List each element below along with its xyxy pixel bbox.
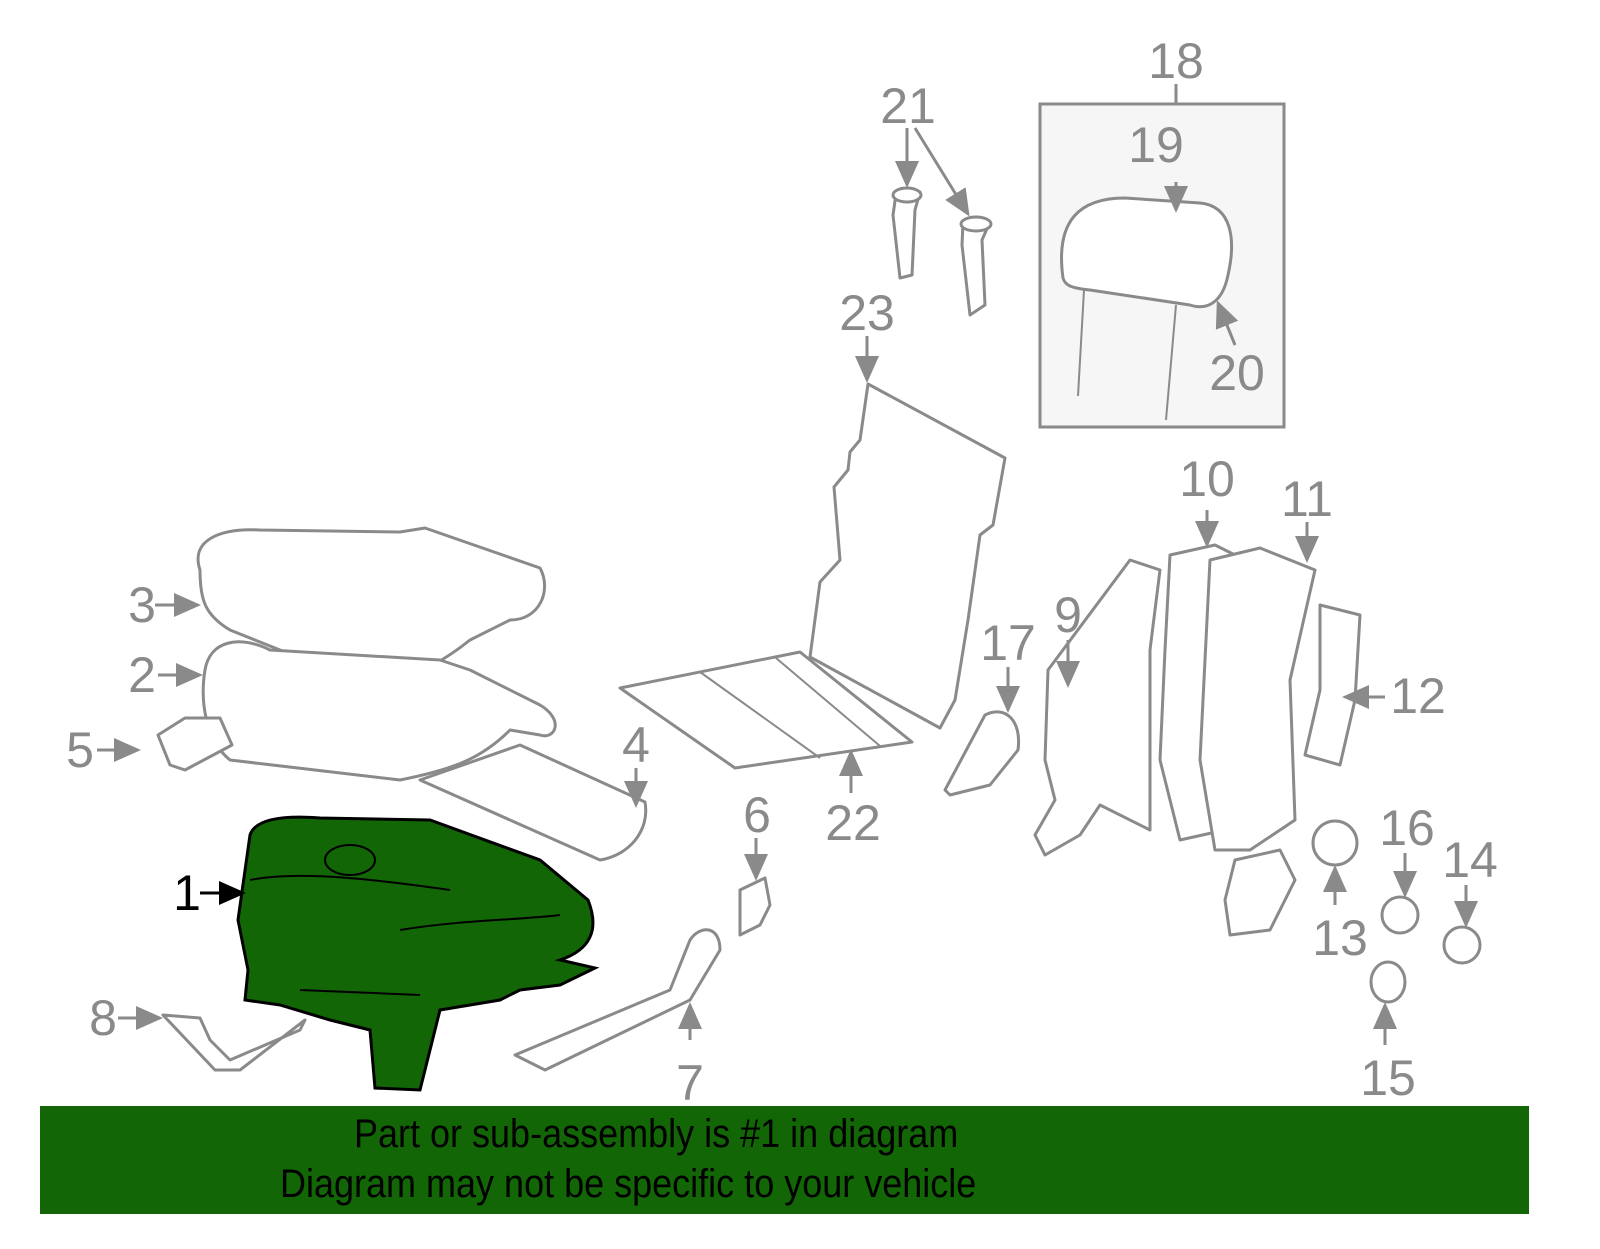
- callout-6[interactable]: 6: [743, 787, 771, 843]
- callout-17[interactable]: 17: [980, 615, 1036, 671]
- callout-7[interactable]: 7: [676, 1055, 704, 1111]
- trim-cover-5[interactable]: [156, 716, 234, 772]
- seat-cushion-frame-1[interactable]: [236, 815, 600, 1092]
- banner-line-1: Part or sub-assembly is #1 in diagram: [354, 1112, 959, 1156]
- banner-line-2: Diagram may not be specific to your vehi…: [280, 1162, 977, 1206]
- callout-11[interactable]: 11: [1281, 471, 1333, 527]
- cable-8[interactable]: [161, 1013, 307, 1072]
- seatback-pad[interactable]: [808, 382, 1007, 730]
- back-panel-12[interactable]: [1303, 603, 1362, 767]
- callout-23[interactable]: 23: [839, 285, 895, 341]
- cover-17[interactable]: [943, 710, 1021, 797]
- callout-9[interactable]: 9: [1054, 587, 1082, 643]
- callout-1[interactable]: 1: [173, 865, 201, 921]
- callout-13[interactable]: 13: [1312, 910, 1368, 966]
- cushion-cover[interactable]: [196, 526, 546, 682]
- washer-16[interactable]: [1380, 895, 1420, 935]
- callout-20[interactable]: 20: [1209, 345, 1265, 401]
- callout-19[interactable]: 19: [1128, 117, 1184, 173]
- callout-4[interactable]: 4: [622, 717, 650, 773]
- callout-arrows: [97, 127, 1478, 1045]
- info-banner: Part or sub-assembly is #1 in diagram Di…: [40, 1106, 1529, 1214]
- bracket-6[interactable]: [738, 876, 772, 937]
- seat-board[interactable]: [618, 650, 914, 770]
- ring-15[interactable]: [1369, 960, 1407, 1004]
- callout-15[interactable]: 15: [1360, 1050, 1416, 1106]
- callout-18[interactable]: 18: [1148, 33, 1204, 89]
- callout-12[interactable]: 12: [1390, 668, 1446, 724]
- recliner-cover-7[interactable]: [513, 928, 722, 1072]
- knob-13[interactable]: [1311, 819, 1359, 867]
- callout-14[interactable]: 14: [1442, 832, 1498, 888]
- callout-5[interactable]: 5: [66, 722, 94, 778]
- callout-16[interactable]: 16: [1379, 800, 1435, 856]
- callout-8[interactable]: 8: [89, 990, 117, 1046]
- seatback-frame-9[interactable]: [1033, 558, 1162, 857]
- knob-14[interactable]: [1442, 925, 1482, 965]
- headrest-guides[interactable]: [891, 186, 993, 317]
- callout-2[interactable]: 2: [128, 647, 156, 703]
- headrest[interactable]: [1060, 196, 1234, 309]
- seatback-cover-11[interactable]: [1198, 546, 1317, 852]
- headrest-group-box: [1038, 84, 1286, 429]
- callout-21[interactable]: 21: [880, 78, 936, 134]
- callout-10[interactable]: 10: [1179, 451, 1235, 507]
- callout-22[interactable]: 22: [825, 795, 881, 851]
- callout-3[interactable]: 3: [128, 577, 156, 633]
